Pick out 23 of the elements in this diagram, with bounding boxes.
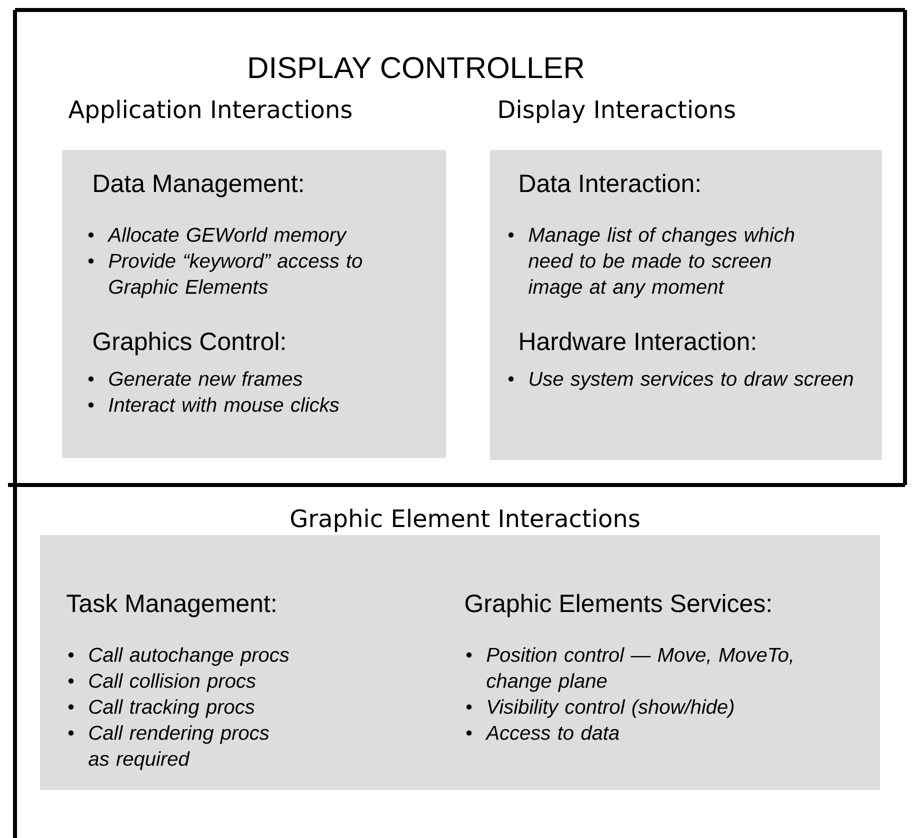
bullet-item: Use system services to draw screen <box>508 371 853 390</box>
bullet-item: Visibility control (show/hide) <box>466 699 734 718</box>
section-title: Graphic Element Interactions <box>290 508 640 532</box>
bullet-item: Call collision procs <box>68 673 256 692</box>
bullet-item: Manage list of changes which need to be made to screen image at any moment <box>508 227 794 298</box>
subheading: Task Management: <box>66 594 276 618</box>
group-heading: Display Interactions <box>500 100 735 123</box>
subheading: Data Interaction: <box>520 174 700 192</box>
bullet-item: Call autochange procs <box>68 647 289 666</box>
subheading: Data Management: <box>94 174 302 198</box>
subheading: Graphics Control: <box>93 332 284 356</box>
bullet-item: Allocate GEWorld memory <box>88 227 348 246</box>
bullet-item: Call tracking procs <box>68 699 254 718</box>
bullet-item: Call rendering procs as required <box>68 725 269 770</box>
subheading: Hardware Interaction: <box>520 332 755 350</box>
bullet-item: Access to data <box>466 725 619 740</box>
bullet-item: Position control — Move, MoveTo, change plane <box>466 647 792 692</box>
bullet-item: Provide “keyword” access to Graphic Elements <box>88 253 362 298</box>
bullet-item: Generate new frames <box>88 371 302 386</box>
subheading: Graphic Elements Services: <box>465 594 770 618</box>
bullet-item: Interact with mouse clicks <box>88 397 339 412</box>
section-title: DISPLAY CONTROLLER <box>250 57 584 78</box>
group-heading: Application Interactions <box>68 100 352 123</box>
